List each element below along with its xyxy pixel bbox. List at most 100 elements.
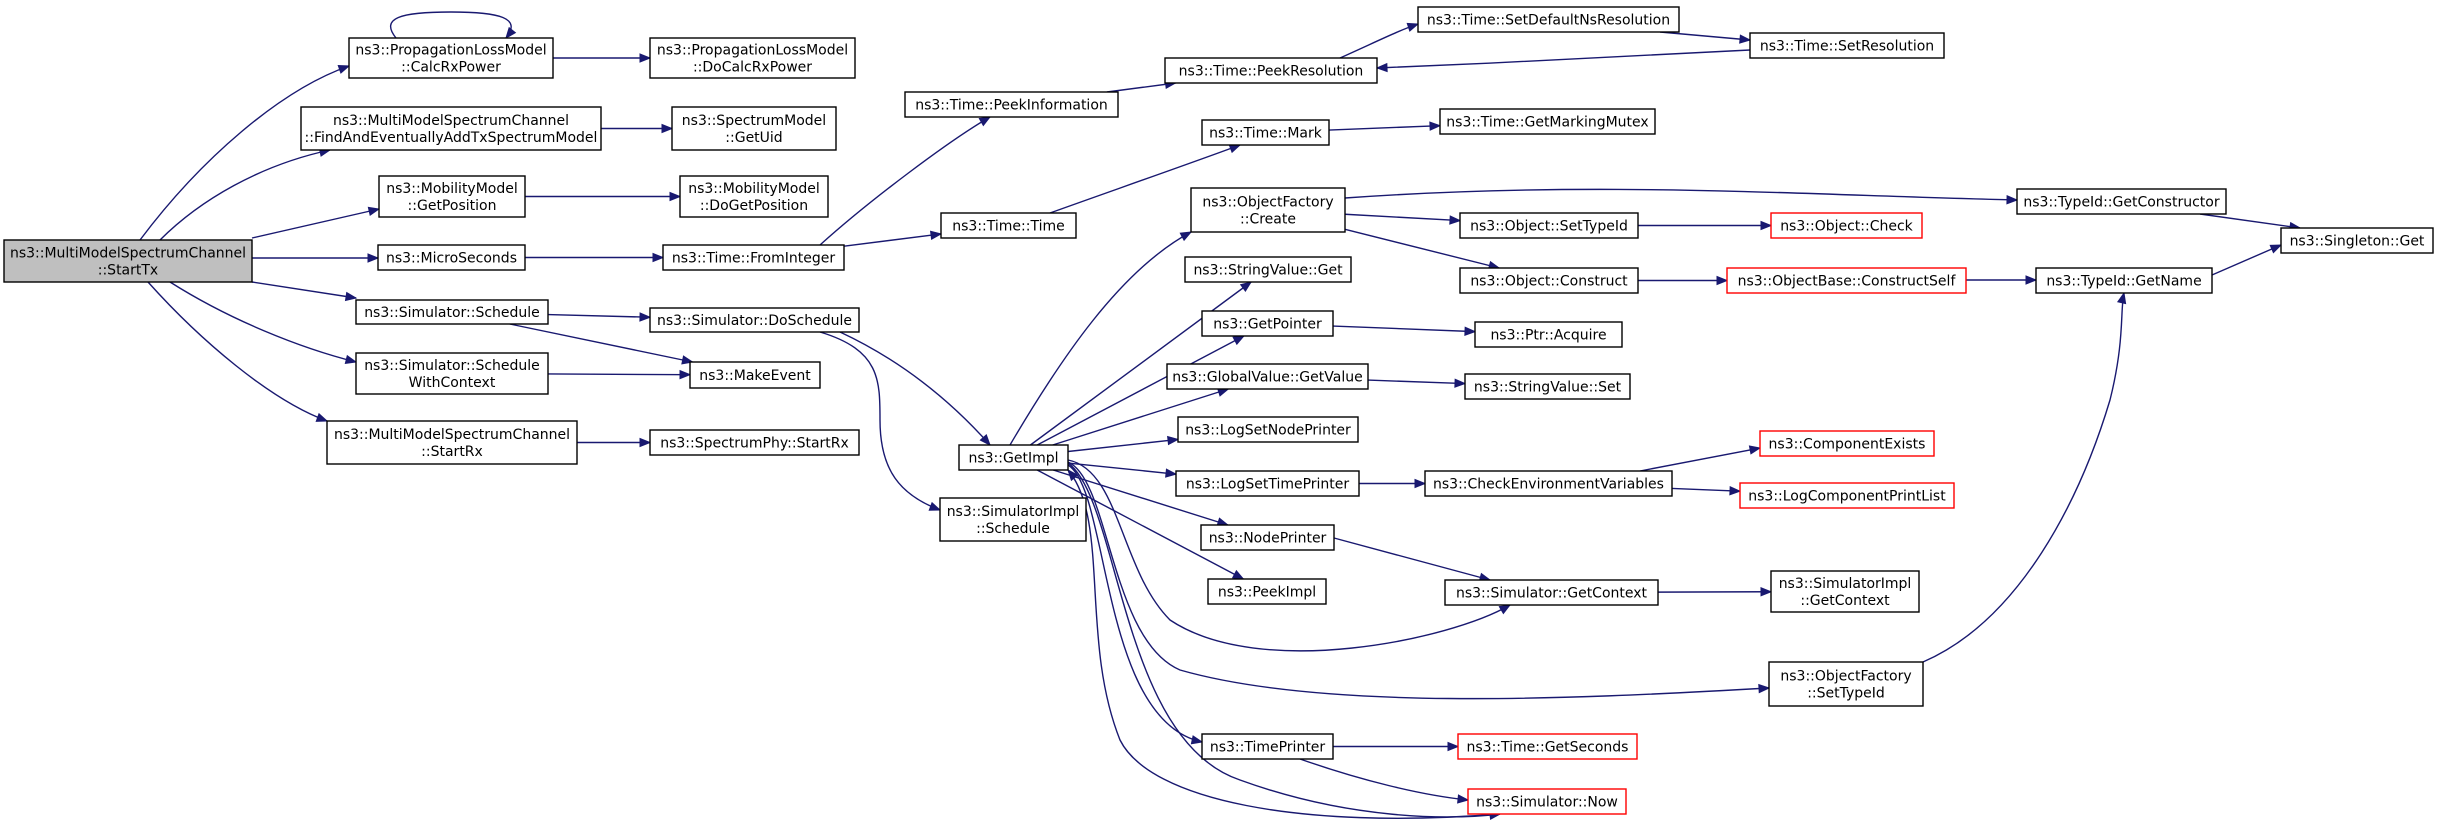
node-micro[interactable]: ns3::MicroSeconds xyxy=(377,244,526,271)
node-label-schedule-0: ns3::Simulator::Schedule xyxy=(364,305,540,321)
node-getSeconds[interactable]: ns3::Time::GetSeconds xyxy=(1457,733,1638,760)
node-label-implSched-1: ::Schedule xyxy=(976,521,1050,537)
node-label-checkEnv-0: ns3::CheckEnvironmentVariables xyxy=(1433,476,1664,492)
node-implGetCtx[interactable]: ns3::SimulatorImpl::GetContext xyxy=(1770,570,1920,613)
arrowhead-ofSetTypeId-to-getName xyxy=(2116,291,2127,305)
node-objCheck[interactable]: ns3::Object::Check xyxy=(1770,212,1923,239)
node-singleton[interactable]: ns3::Singleton::Get xyxy=(2280,227,2434,254)
node-objConstruct[interactable]: ns3::Object::Construct xyxy=(1459,267,1639,294)
node-getCtor[interactable]: ns3::TypeId::GetConstructor xyxy=(2016,188,2227,215)
node-phyStartRx[interactable]: ns3::SpectrumPhy::StartRx xyxy=(649,429,860,456)
node-startRx[interactable]: ns3::MultiModelSpectrumChannel::StartRx xyxy=(326,420,578,465)
node-implSched[interactable]: ns3::SimulatorImpl::Schedule xyxy=(939,497,1087,542)
node-peekRes[interactable]: ns3::Time::PeekResolution xyxy=(1164,57,1378,84)
node-label-setRes-0: ns3::Time::SetResolution xyxy=(1760,38,1934,54)
node-setTypeId[interactable]: ns3::Object::SetTypeId xyxy=(1459,212,1639,239)
node-box-getSeconds xyxy=(1457,733,1638,760)
node-doGetPos[interactable]: ns3::MobilityModel::DoGetPosition xyxy=(679,175,829,218)
edge-calcRx-to-calcRx xyxy=(389,11,512,39)
node-markMutex[interactable]: ns3::Time::GetMarkingMutex xyxy=(1439,108,1656,135)
node-schedule[interactable]: ns3::Simulator::Schedule xyxy=(355,299,549,325)
node-constructSelf[interactable]: ns3::ObjectBase::ConstructSelf xyxy=(1726,267,1967,294)
node-logNode[interactable]: ns3::LogSetNodePrinter xyxy=(1177,416,1359,443)
node-strSet[interactable]: ns3::StringValue::Set xyxy=(1464,373,1631,400)
node-compExists[interactable]: ns3::ComponentExists xyxy=(1759,430,1935,457)
node-box-logCompList xyxy=(1739,482,1955,509)
node-getContext[interactable]: ns3::Simulator::GetContext xyxy=(1444,579,1659,606)
edge-getImpl-to-getContext xyxy=(1067,459,1511,652)
node-label-ofCreate-0: ns3::ObjectFactory xyxy=(1202,194,1333,210)
node-getPtr[interactable]: ns3::GetPointer xyxy=(1201,310,1334,337)
node-label-logCompList-0: ns3::LogComponentPrintList xyxy=(1748,488,1946,504)
node-ofCreate[interactable]: ns3::ObjectFactory::Create xyxy=(1190,187,1346,233)
arrowhead-schedWC-to-makeEvent xyxy=(679,369,692,380)
node-ofSetTypeId[interactable]: ns3::ObjectFactory::SetTypeId xyxy=(1768,661,1924,707)
node-label-strGet-0: ns3::StringValue::Get xyxy=(1193,262,1343,278)
node-strGet[interactable]: ns3::StringValue::Get xyxy=(1184,256,1352,283)
node-box-schedule xyxy=(355,299,549,325)
node-nodePrinter[interactable]: ns3::NodePrinter xyxy=(1200,524,1335,551)
node-getImpl[interactable]: ns3::GetImpl xyxy=(958,444,1069,471)
arrowhead-root-to-schedule xyxy=(344,291,358,302)
node-label-doGetPos-0: ns3::MobilityModel xyxy=(688,181,820,197)
node-box-checkEnv xyxy=(1424,470,1673,497)
node-getName[interactable]: ns3::TypeId::GetName xyxy=(2035,267,2213,294)
node-box-doSchedule xyxy=(649,307,860,333)
arrowhead-root-to-getPos xyxy=(367,206,381,216)
node-label-findAdd-1: ::FindAndEventuallyAddTxSpectrumModel xyxy=(305,130,598,146)
edge-getCtor-to-singleton xyxy=(2199,213,2301,229)
edge-getPtr-to-ptrAcquire xyxy=(1332,325,1476,333)
edge-ofCreate-to-objConstruct xyxy=(1344,228,1500,269)
node-findAdd[interactable]: ns3::MultiModelSpectrumChannel::FindAndE… xyxy=(300,106,602,151)
node-mark[interactable]: ns3::Time::Mark xyxy=(1201,119,1330,146)
node-logCompList[interactable]: ns3::LogComponentPrintList xyxy=(1739,482,1955,509)
node-label-ptrAcquire-0: ns3::Ptr::Acquire xyxy=(1490,327,1606,343)
arrowhead-getImpl-to-peekImpl xyxy=(1231,569,1245,580)
node-label-getPtr-0: ns3::GetPointer xyxy=(1213,316,1322,332)
arrowhead-setRes-to-peekRes xyxy=(1375,62,1388,73)
node-box-peekRes xyxy=(1164,57,1378,84)
node-simNow[interactable]: ns3::Simulator::Now xyxy=(1467,788,1627,815)
edge-root-to-startRx xyxy=(147,281,328,422)
node-logTime[interactable]: ns3::LogSetTimePrinter xyxy=(1175,470,1360,497)
node-doSchedule[interactable]: ns3::Simulator::DoSchedule xyxy=(649,307,860,333)
arrowhead-getContext-to-implGetCtx xyxy=(1760,587,1773,597)
arrowhead-startRx-to-phyStartRx xyxy=(639,437,652,448)
edge-root-to-calcRx xyxy=(139,65,350,241)
node-peekInfo[interactable]: ns3::Time::PeekInformation xyxy=(904,91,1119,118)
arrowhead-getImpl-to-getPtr xyxy=(1232,335,1245,346)
node-calcRx[interactable]: ns3::PropagationLossModel::CalcRxPower xyxy=(348,37,554,79)
node-setDefNs[interactable]: ns3::Time::SetDefaultNsResolution xyxy=(1417,6,1680,33)
arrowhead-checkEnv-to-compExists xyxy=(1748,445,1762,455)
arrowhead-constructSelf-to-getName xyxy=(2025,275,2038,285)
node-makeEvent[interactable]: ns3::MakeEvent xyxy=(689,361,821,389)
node-checkEnv[interactable]: ns3::CheckEnvironmentVariables xyxy=(1424,470,1673,497)
node-doCalcRx[interactable]: ns3::PropagationLossModel::DoCalcRxPower xyxy=(649,37,856,79)
node-getPos[interactable]: ns3::MobilityModel::GetPosition xyxy=(378,175,526,218)
node-setRes[interactable]: ns3::Time::SetResolution xyxy=(1749,32,1945,59)
edge-ofSetTypeId-to-getName xyxy=(1922,292,2125,663)
node-box-getImpl xyxy=(958,444,1069,471)
arrowhead-getName-to-singleton xyxy=(2269,244,2283,254)
node-getUid[interactable]: ns3::SpectrumModel::GetUid xyxy=(671,106,837,151)
node-box-strGet xyxy=(1184,256,1352,283)
node-box-compExists xyxy=(1759,430,1935,457)
node-box-constructSelf xyxy=(1726,267,1967,294)
node-box-getContext xyxy=(1444,579,1659,606)
node-gvGet[interactable]: ns3::GlobalValue::GetValue xyxy=(1166,363,1369,390)
node-ptrAcquire[interactable]: ns3::Ptr::Acquire xyxy=(1474,321,1623,348)
node-label-doCalcRx-0: ns3::PropagationLossModel xyxy=(657,42,848,58)
node-fromInt[interactable]: ns3::Time::FromInteger xyxy=(662,244,845,271)
node-peekImpl[interactable]: ns3::PeekImpl xyxy=(1207,578,1327,605)
nodes-layer: ns3::MultiModelSpectrumChannel::StartTxn… xyxy=(3,6,2434,815)
arrowhead-gvGet-to-strSet xyxy=(1454,378,1467,388)
edge-peekInfo-to-peekRes xyxy=(1106,82,1176,93)
node-timeTime[interactable]: ns3::Time::Time xyxy=(940,212,1077,239)
node-label-gvGet-0: ns3::GlobalValue::GetValue xyxy=(1172,369,1362,385)
node-label-objCheck-0: ns3::Object::Check xyxy=(1780,218,1913,234)
node-root[interactable]: ns3::MultiModelSpectrumChannel::StartTx xyxy=(3,239,253,283)
edge-fromInt-to-peekInfo xyxy=(819,116,991,246)
node-timePrinter[interactable]: ns3::TimePrinter xyxy=(1201,733,1334,760)
node-label-doGetPos-1: ::DoGetPosition xyxy=(700,198,808,214)
